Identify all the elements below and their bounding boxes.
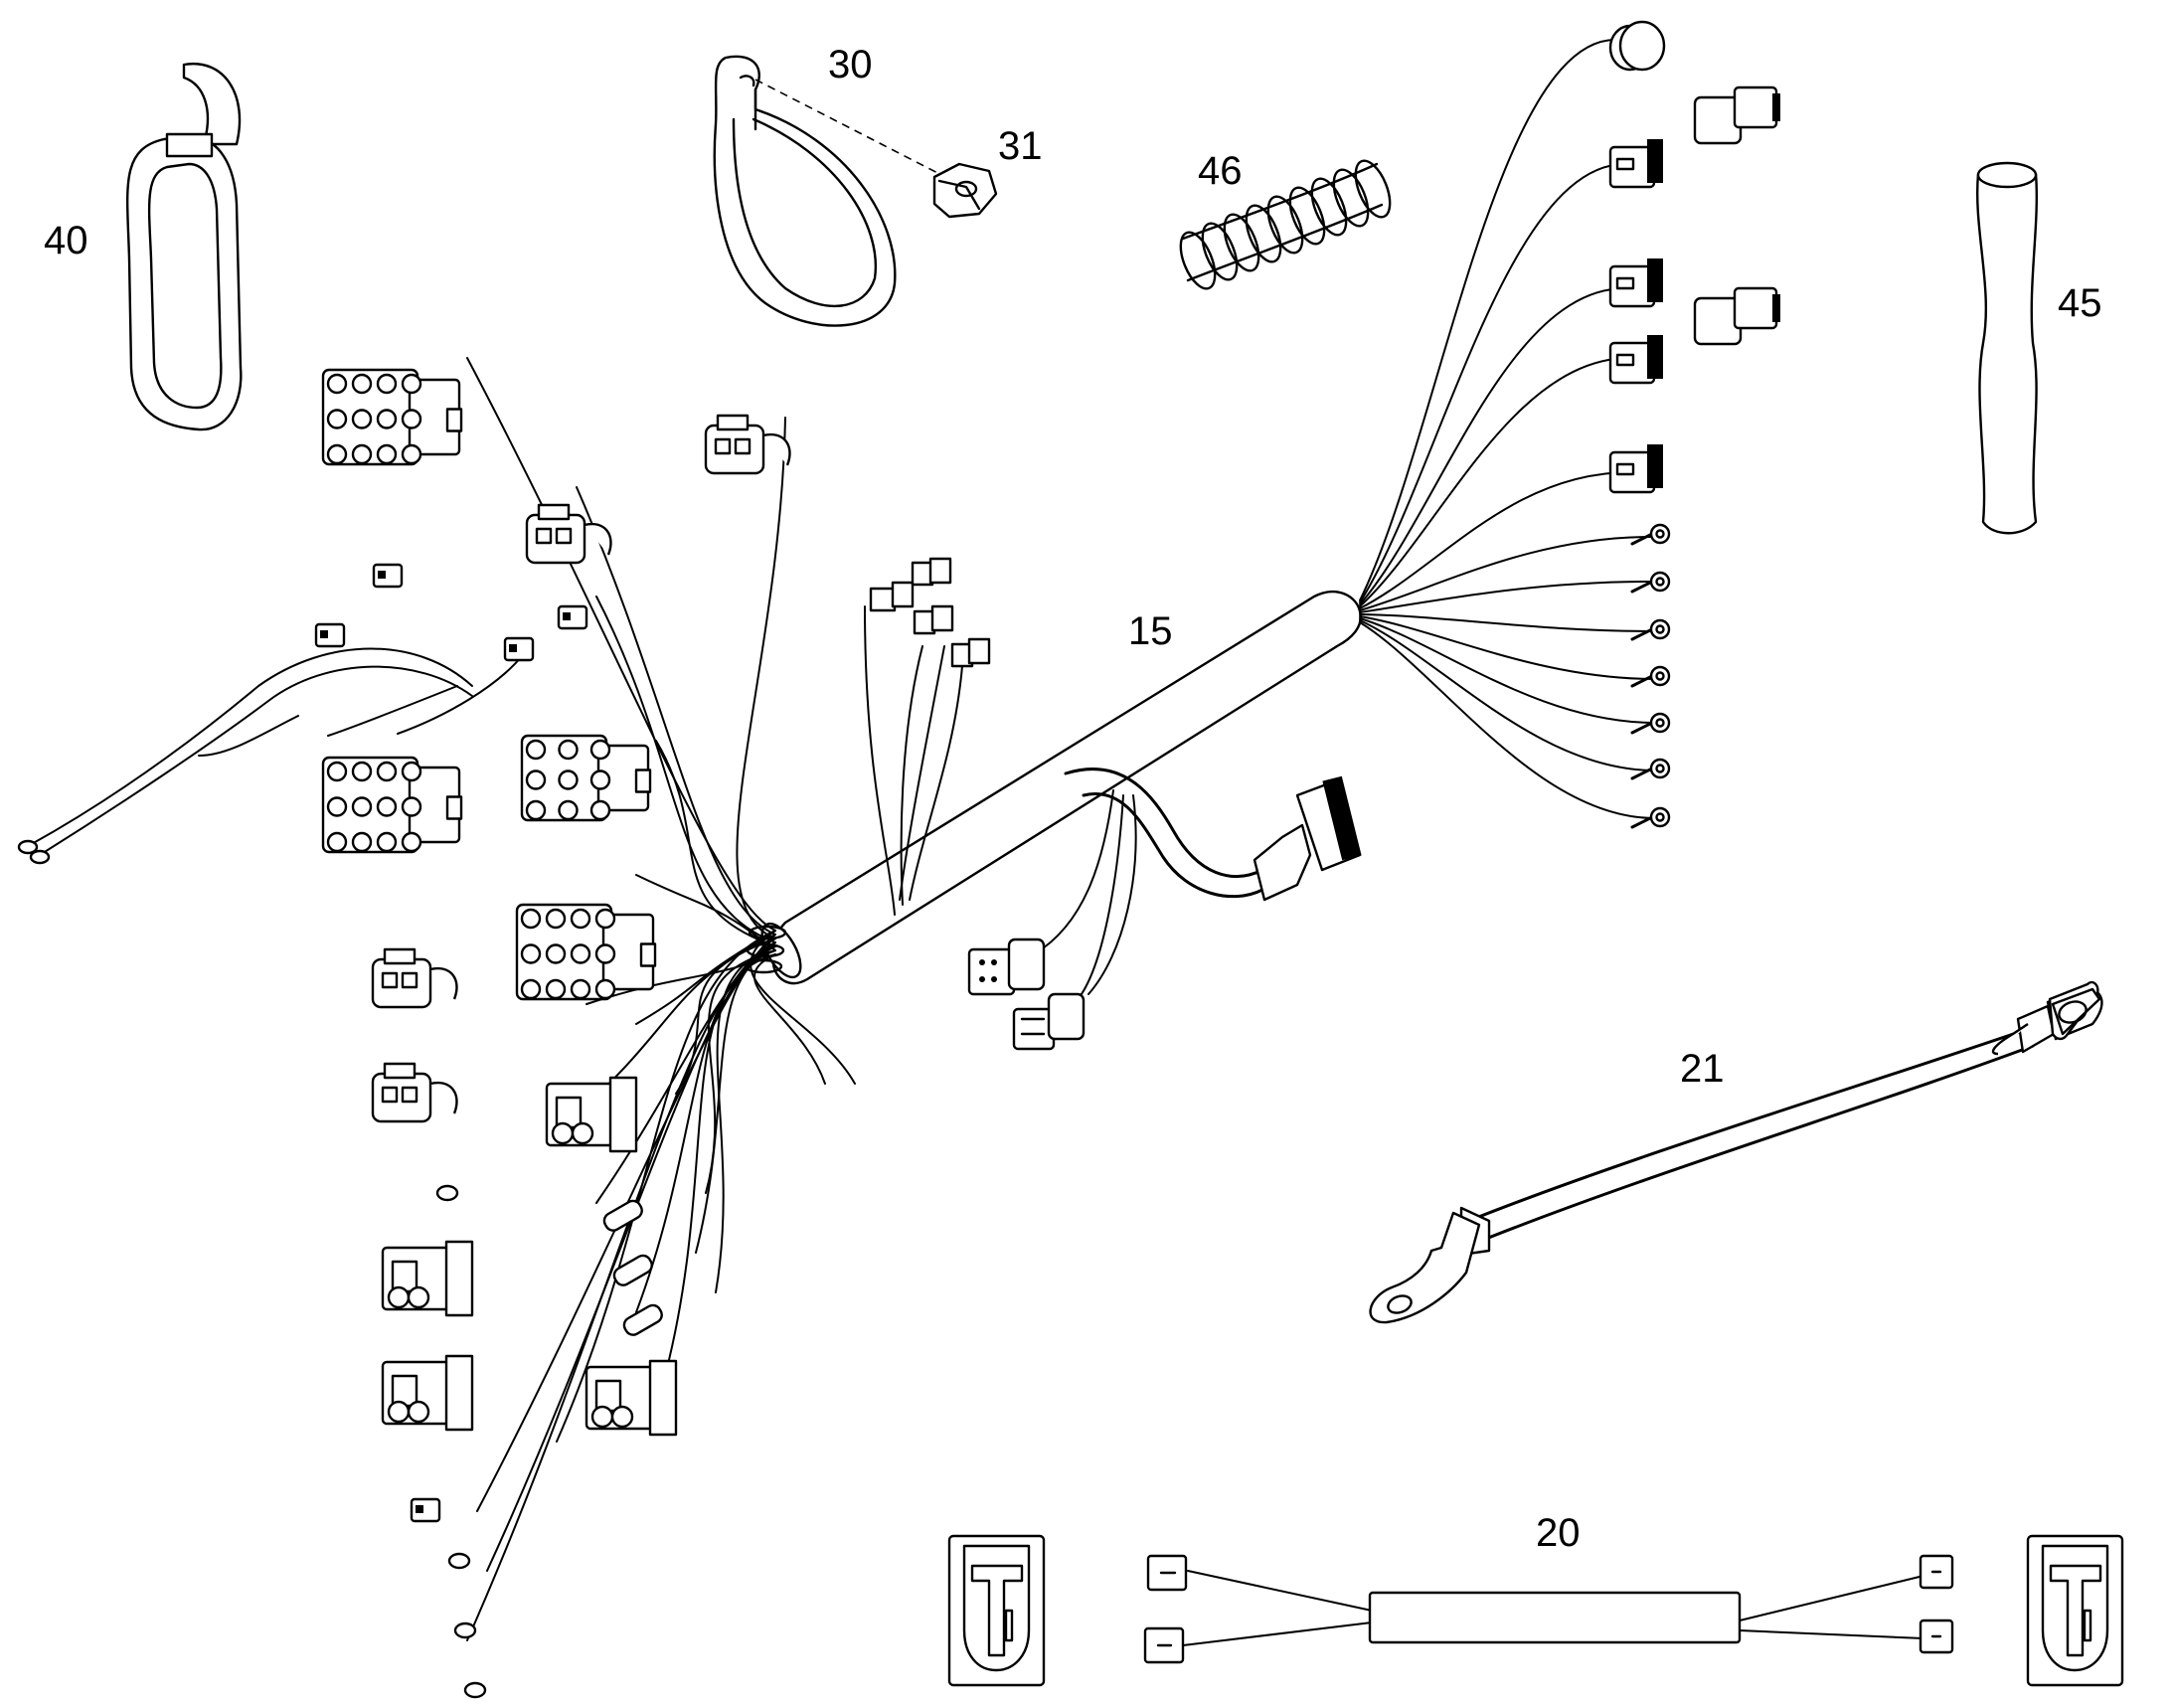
p-clamp-part — [713, 55, 950, 327]
plug-connector — [371, 1062, 458, 1123]
callout-40: 40 — [44, 219, 88, 262]
callout-31: 31 — [998, 124, 1043, 168]
flat-connector — [381, 1240, 474, 1317]
callout-21: 21 — [1680, 1047, 1725, 1091]
callout-15: 15 — [1128, 609, 1173, 653]
terminal-detail-view — [2026, 1534, 2124, 1687]
ring-terminal — [453, 1622, 477, 1639]
ring-terminal — [463, 1681, 487, 1699]
small-plug — [911, 557, 952, 587]
small-plug — [950, 637, 991, 668]
spade-terminal — [1146, 1554, 1188, 1592]
pigtail-terminal — [410, 1497, 441, 1523]
sleeve-part — [1976, 161, 2039, 535]
tie-strap-part — [125, 62, 243, 431]
main-harness-part — [17, 20, 1780, 1699]
ring-terminal — [435, 1184, 459, 1202]
flat-connector — [585, 1359, 678, 1437]
nut-part — [932, 162, 998, 219]
spade-terminal — [1143, 1626, 1185, 1664]
pigtail-terminal — [314, 622, 346, 648]
connector-4pin — [1012, 992, 1086, 1051]
pigtail-terminal — [372, 563, 404, 589]
inline-butt-connector — [622, 1303, 663, 1336]
pigtail-terminal — [557, 604, 588, 630]
callout-30: 30 — [828, 43, 873, 86]
plug-connector — [704, 414, 791, 475]
plug-connector — [525, 503, 612, 565]
callout-45: 45 — [2058, 281, 2102, 325]
ground-cable-part — [1369, 980, 2103, 1324]
callout-46: 46 — [1198, 149, 1243, 193]
jumper-harness-part — [947, 1534, 2124, 1687]
spade-terminal — [1919, 1619, 1954, 1654]
spring-guard-part — [1179, 159, 1392, 290]
spade-terminal — [1919, 1554, 1954, 1590]
multi-pin-connector — [515, 903, 657, 1001]
flat-connector — [545, 1076, 638, 1153]
ring-terminal — [447, 1552, 471, 1570]
inline-butt-connector — [602, 1199, 643, 1232]
callout-20: 20 — [1536, 1511, 1581, 1555]
multi-pin-connector — [520, 734, 652, 822]
plug-connector — [371, 947, 458, 1009]
small-plug — [869, 581, 915, 612]
inline-butt-connector — [612, 1254, 653, 1286]
multi-pin-connector — [321, 368, 463, 466]
connector-8pin — [967, 938, 1046, 996]
small-plug — [913, 604, 954, 635]
pigtail-terminal — [503, 636, 535, 662]
flat-connector — [381, 1354, 474, 1432]
multi-pin-connector — [321, 756, 463, 854]
terminal-detail-view — [947, 1534, 1046, 1687]
